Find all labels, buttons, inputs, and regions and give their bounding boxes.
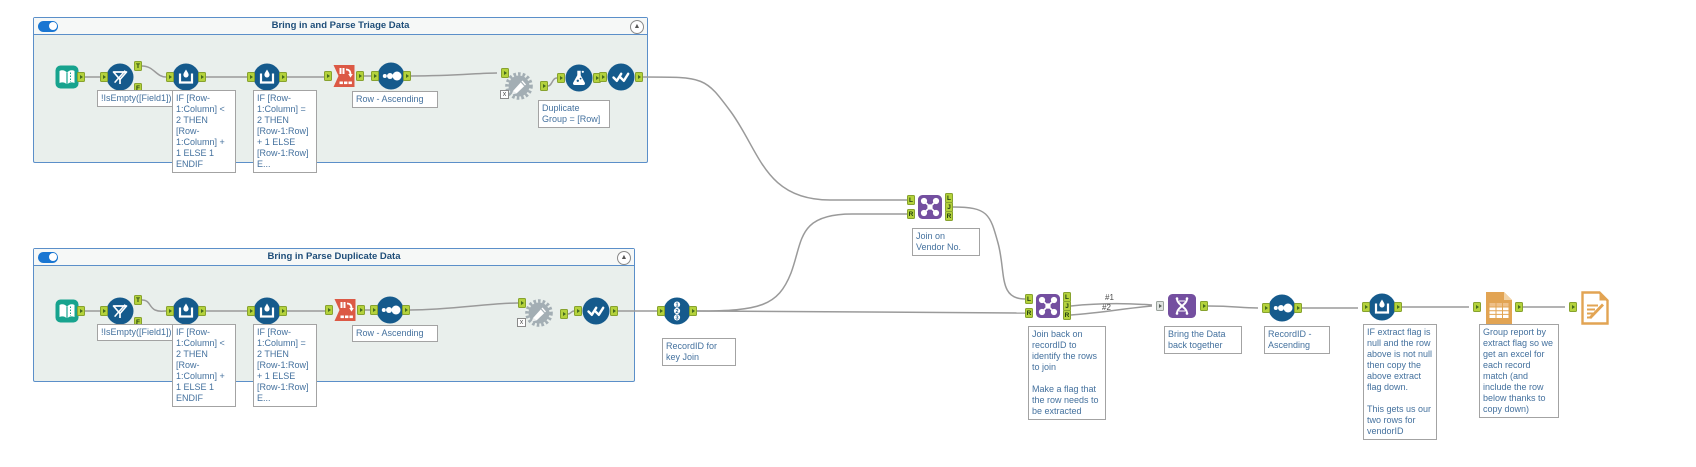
input-anchor[interactable]	[1473, 302, 1481, 312]
container-title: Bring in Parse Duplicate Data	[267, 251, 401, 262]
container-triage-header: Bring in and Parse Triage Data ▲	[34, 18, 647, 35]
output-anchor[interactable]	[560, 309, 568, 319]
input-anchor[interactable]	[574, 306, 582, 316]
output-anchor[interactable]	[1200, 301, 1208, 311]
join-left-input-anchor[interactable]: L	[1025, 294, 1033, 304]
input-anchor[interactable]	[100, 72, 108, 82]
join-icon[interactable]	[1035, 293, 1061, 324]
output-anchor[interactable]	[689, 306, 697, 316]
join-right-output-anchor[interactable]: R	[945, 211, 953, 221]
input-anchor[interactable]	[501, 68, 509, 78]
record-id-icon[interactable]	[663, 297, 691, 330]
annotation[interactable]: !IsEmpty([Field1])	[97, 90, 189, 107]
annotation[interactable]: IF [Row-1:Column] = 2 THEN [Row-1:Row] +…	[253, 324, 317, 407]
select-icon[interactable]	[582, 297, 610, 330]
output-anchor[interactable]	[403, 71, 411, 81]
annotation[interactable]: Bring the Data back together	[1164, 326, 1242, 354]
input-anchor[interactable]	[325, 305, 333, 315]
output-anchor[interactable]	[279, 72, 287, 82]
output-anchor[interactable]	[402, 305, 410, 315]
macro-icon[interactable]	[505, 72, 533, 105]
output-anchor[interactable]	[1394, 302, 1402, 312]
toggle-icon[interactable]	[38, 20, 58, 32]
input-anchor[interactable]	[657, 306, 665, 316]
input-anchor[interactable]	[1362, 302, 1370, 312]
join-right-input-anchor[interactable]: R	[1025, 308, 1033, 318]
input-anchor[interactable]	[370, 305, 378, 315]
join-left-input-anchor[interactable]: L	[907, 195, 915, 205]
wire-label-2: #2	[1102, 303, 1111, 312]
output-anchor[interactable]	[356, 71, 364, 81]
annotation[interactable]: IF extract flag is null and the row abov…	[1363, 324, 1437, 440]
container-duplicate-header: Bring in Parse Duplicate Data ▲	[34, 249, 634, 266]
collapse-icon[interactable]: ▲	[630, 19, 644, 34]
output-anchor[interactable]	[198, 306, 206, 316]
annotation[interactable]: IF [Row-1:Column] < 2 THEN [Row-1:Column…	[172, 324, 236, 407]
true-output-anchor[interactable]: T	[134, 295, 142, 305]
annotation[interactable]: Join on Vendor No.	[912, 228, 980, 256]
output-anchor[interactable]	[635, 72, 643, 82]
collapse-icon[interactable]: ▲	[617, 250, 631, 265]
container-title: Bring in and Parse Triage Data	[271, 20, 410, 31]
join-icon[interactable]	[917, 194, 943, 225]
input-anchor[interactable]	[599, 72, 607, 82]
render-icon[interactable]	[1579, 290, 1611, 331]
output-anchor[interactable]	[610, 306, 618, 316]
macro-badge: x	[500, 90, 509, 99]
annotation[interactable]: RecordID - Ascending	[1264, 326, 1330, 354]
input-anchor[interactable]	[100, 306, 108, 316]
sort-icon[interactable]	[1268, 294, 1296, 327]
output-anchor[interactable]	[357, 305, 365, 315]
input-anchor[interactable]	[557, 73, 565, 83]
union-icon[interactable]	[1167, 293, 1197, 324]
input-anchor[interactable]	[247, 306, 255, 316]
macro-badge: x	[517, 318, 526, 327]
annotation[interactable]: Duplicate Group = [Row]	[538, 100, 610, 128]
output-anchor[interactable]	[1294, 303, 1302, 313]
output-anchor[interactable]	[279, 306, 287, 316]
join-right-output-anchor[interactable]: R	[1063, 310, 1071, 320]
input-anchor[interactable]	[324, 71, 332, 81]
true-output-anchor[interactable]: T	[134, 61, 142, 71]
toggle-icon[interactable]	[38, 251, 58, 263]
output-anchor[interactable]	[77, 306, 85, 316]
input-anchor[interactable]	[1569, 302, 1577, 312]
input-anchor[interactable]	[1262, 303, 1270, 313]
input-anchor[interactable]	[166, 72, 174, 82]
output-anchor[interactable]	[1515, 302, 1523, 312]
annotation[interactable]: IF [Row-1:Column] = 2 THEN [Row-1:Row] +…	[253, 90, 317, 173]
annotation[interactable]: IF [Row-1:Column] < 2 THEN [Row-1:Column…	[172, 90, 236, 173]
annotation[interactable]: Group report by extract flag so we get a…	[1479, 324, 1559, 418]
join-right-input-anchor[interactable]: R	[907, 209, 915, 219]
select-icon[interactable]	[607, 63, 635, 96]
annotation[interactable]: Join back on recordID to identify the ro…	[1028, 326, 1106, 420]
input-anchor[interactable]	[518, 298, 526, 308]
annotation[interactable]: Row - Ascending	[352, 325, 438, 342]
annotation[interactable]: Row - Ascending	[352, 91, 438, 108]
input-anchor[interactable]	[1156, 301, 1164, 311]
input-anchor[interactable]	[166, 306, 174, 316]
macro-icon[interactable]	[525, 299, 553, 332]
output-anchor[interactable]	[198, 72, 206, 82]
annotation[interactable]: RecordID for key Join	[662, 338, 736, 366]
wire-label-1: #1	[1105, 293, 1114, 302]
input-anchor[interactable]	[247, 72, 255, 82]
input-anchor[interactable]	[371, 71, 379, 81]
output-anchor[interactable]	[540, 81, 548, 91]
formula-icon[interactable]	[565, 64, 593, 97]
multi-row-formula-icon[interactable]	[1368, 293, 1396, 326]
output-anchor[interactable]	[77, 72, 85, 82]
